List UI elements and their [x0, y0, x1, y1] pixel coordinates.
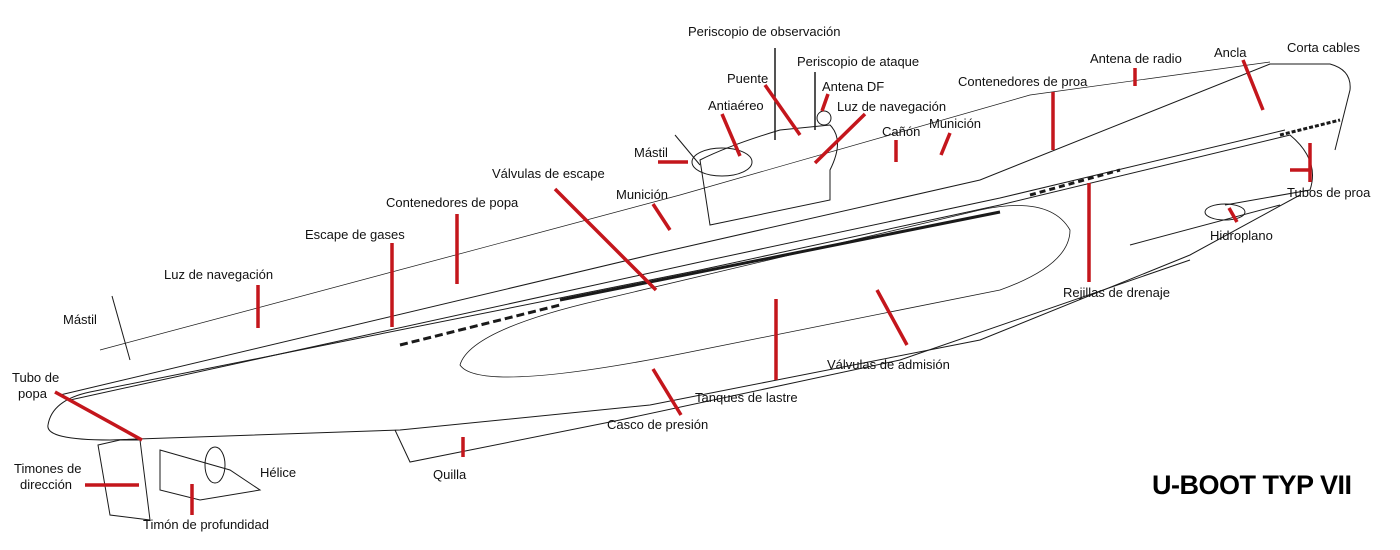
vent-row-aft [399, 303, 561, 347]
leader-tubo-popa [54, 390, 143, 442]
df-antenna [816, 110, 832, 126]
ballast-tank [459, 205, 1071, 378]
label-valvulas-admision: Válvulas de admisión [827, 357, 950, 372]
leader-casco-presion [651, 368, 683, 416]
leader-ancla [1241, 59, 1265, 111]
bow-hydroplane [1204, 203, 1246, 221]
label-ancla: Ancla [1214, 45, 1247, 60]
hull-lower [47, 194, 1301, 441]
label-contenedores-proa: Contenedores de proa [958, 74, 1088, 89]
leader-municion-popa [651, 203, 672, 231]
leader-valvulas-admision [875, 289, 909, 346]
label-periscopio-ataque: Periscopio de ataque [797, 54, 920, 69]
leader-lines [54, 59, 1312, 515]
label-tubos-proa: Tubos de proa [1287, 185, 1371, 200]
label-hidroplano: Hidroplano [1210, 228, 1273, 243]
label-quilla: Quilla [433, 467, 467, 482]
label-corta-cables: Corta cables [1287, 40, 1360, 55]
diagram-title: U-BOOT TYP VII [1152, 470, 1352, 500]
label-periscopio-observacion: Periscopio de observación [688, 24, 841, 39]
label-canon: Cañón [882, 124, 921, 139]
leader-puente [763, 83, 802, 137]
label-luz-navegacion-torre: Luz de navegación [837, 99, 947, 114]
label-escape-gases: Escape de gases [305, 227, 405, 242]
label-antena-df: Antena DF [822, 79, 885, 94]
railing-wire [99, 61, 1271, 351]
rudders [97, 439, 151, 521]
label-luz-navegacion-popa: Luz de navegación [164, 267, 274, 282]
label-mastil-torre: Mástil [634, 145, 668, 160]
label-tubo-popa-line1: Tubo de [12, 370, 60, 385]
label-timones-direccion-line1: Timones de [14, 461, 82, 476]
label-tubo-popa-line2: popa [18, 386, 47, 401]
leader-municion-proa [939, 132, 952, 156]
hull-stripe [559, 210, 1001, 302]
propeller [204, 446, 226, 484]
tower-mast [674, 134, 701, 166]
label-mastil-popa: Mástil [63, 312, 97, 327]
stern-planes [159, 449, 262, 501]
hull-side [47, 134, 1313, 426]
leader-luz-nav-torre [813, 112, 867, 165]
vent-row-fwd [1029, 168, 1121, 197]
bow-guard [1129, 204, 1281, 246]
leader-antiaereo [720, 113, 742, 157]
hull-drawing [47, 48, 1351, 521]
label-timones-direccion-line2: dirección [20, 477, 73, 492]
leader-hidroplano [1227, 207, 1239, 223]
label-antiaereo: Antiaéreo [708, 98, 764, 113]
aft-mast [111, 295, 131, 361]
deck-outline [59, 63, 1351, 396]
keel [394, 259, 1191, 463]
deck-edge [69, 129, 1286, 401]
leader-antena-df [820, 93, 830, 112]
label-contenedores-popa: Contenedores de popa [386, 195, 519, 210]
label-tanques-lastre: Tanques de lastre [695, 390, 798, 405]
conning-tower [699, 124, 838, 226]
label-valvulas-escape: Válvulas de escape [492, 166, 605, 181]
label-rejillas-drenaje: Rejillas de drenaje [1063, 285, 1170, 300]
label-municion-popa: Munición [616, 187, 669, 202]
label-helice: Hélice [260, 465, 297, 480]
wintergarten [691, 147, 753, 177]
label-timon-profundidad: Timón de profundidad [143, 517, 269, 532]
label-municion-proa: Munición [929, 116, 982, 131]
label-antena-radio: Antena de radio [1090, 51, 1182, 66]
bow-vents [1279, 118, 1341, 137]
label-puente: Puente [727, 71, 769, 86]
leader-valvulas-escape [553, 187, 658, 292]
label-casco-presion: Casco de presión [607, 417, 709, 432]
